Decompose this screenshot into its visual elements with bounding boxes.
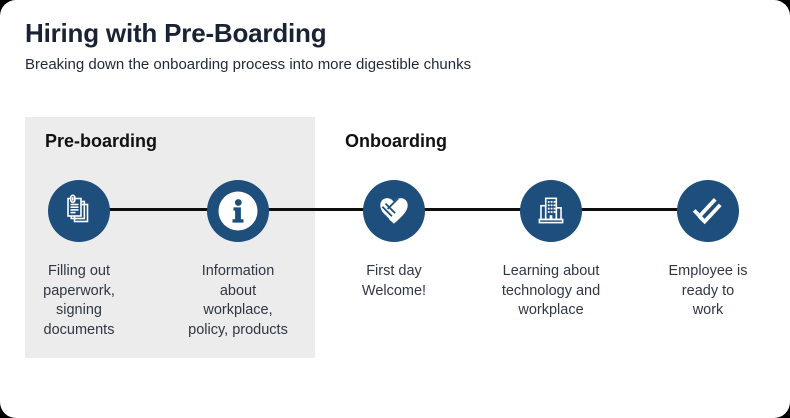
info-icon: [207, 180, 269, 242]
documents-icon: [61, 193, 97, 229]
step-circle-ready: [677, 180, 739, 242]
page-subtitle: Breaking down the onboarding process int…: [25, 56, 472, 73]
page-title: Hiring with Pre-Boarding: [25, 18, 327, 48]
step-label-paperwork: Filling out paperwork, signing documents: [43, 263, 115, 338]
section-label-onboarding: Onboarding: [345, 131, 447, 151]
step-circle-learning: [520, 180, 582, 242]
building-icon: [532, 192, 570, 230]
step-circle-paperwork: [48, 180, 110, 242]
step-label-learning: Learning about technology and workplace: [501, 263, 601, 318]
step-circle-first-day: [363, 180, 425, 242]
double-check-icon: [688, 191, 728, 231]
section-label-preboarding: Pre-boarding: [45, 131, 158, 151]
handshake-heart-icon: [375, 192, 413, 230]
step-label-ready: Employee is ready to work: [668, 263, 748, 318]
step-label-information: Information about workplace, policy, pro…: [188, 263, 288, 338]
step-label-first-day: First day Welcome!: [361, 263, 427, 299]
step-circle-information: [207, 180, 269, 242]
